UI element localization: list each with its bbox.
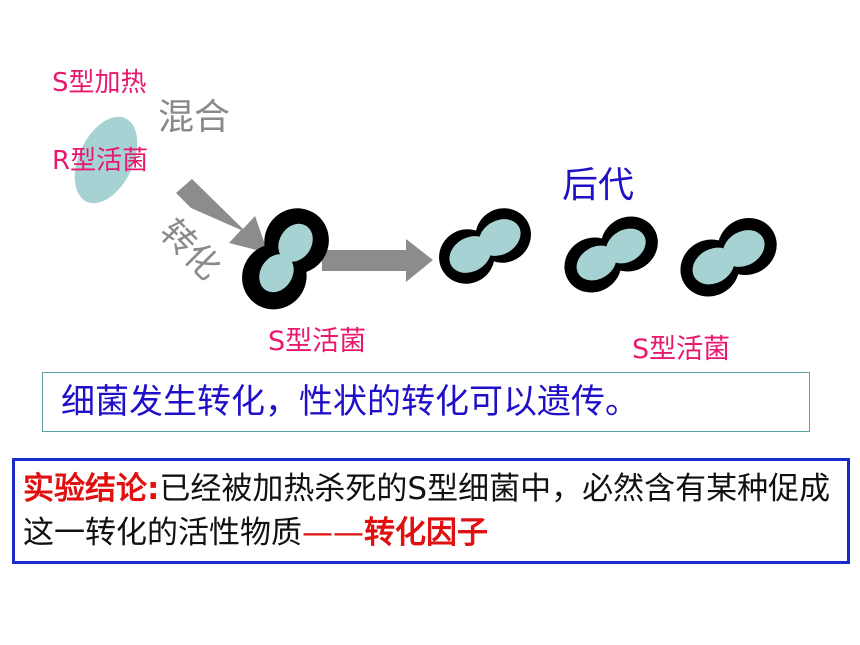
label-r-live: R型活菌 [52, 144, 148, 178]
experiment-dash: —— [302, 515, 364, 551]
transform-arrow [176, 179, 268, 253]
label-mix: 混合 [158, 97, 231, 138]
label-offspring: 后代 [562, 165, 635, 206]
experiment-conclusion-box: 实验结论:已经被加热杀死的S型细菌中，必然含有某种促成这一转化的活性物质——转化… [12, 458, 850, 564]
experiment-body: 已经被加热杀死的S型细菌中，必然含有某种促成这一转化的活性物质 [23, 471, 831, 551]
label-s-live-1: S型活菌 [268, 326, 367, 357]
s-cell-1 [242, 208, 329, 310]
conclusion-box: 细菌发生转化，性状的转化可以遗传。 [42, 372, 810, 432]
label-s-heated: S型加热 [52, 66, 147, 100]
transition-arrow [322, 239, 433, 282]
experiment-prefix: 实验结论: [23, 471, 160, 507]
conclusion-text: 细菌发生转化，性状的转化可以遗传。 [61, 382, 639, 422]
s-cell-3 [564, 216, 658, 293]
label-s-heated-text: S型加热 [52, 68, 147, 98]
experiment-highlight: 转化因子 [364, 515, 488, 551]
heated-s-cell [74, 116, 138, 204]
label-r-live-text: R型活菌 [52, 146, 149, 176]
experiment-conclusion-text: 实验结论:已经被加热杀死的S型细菌中，必然含有某种促成这一转化的活性物质——转化… [23, 467, 843, 555]
s-cell-4 [680, 217, 777, 297]
s-cell-2 [439, 208, 531, 284]
label-s-live-2: S型活菌 [632, 334, 731, 365]
